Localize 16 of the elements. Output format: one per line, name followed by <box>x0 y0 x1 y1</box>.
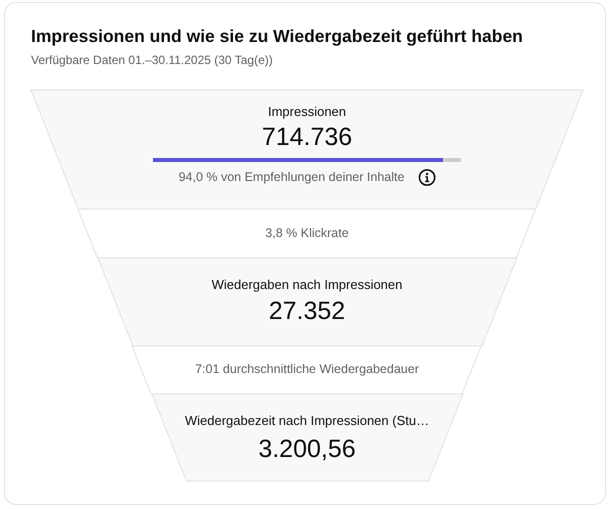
metric-label: Wiedergaben nach Impressionen <box>212 277 402 293</box>
funnel-stage <box>152 394 462 481</box>
funnel-stage <box>31 90 583 209</box>
metric-note: 94,0 % von Empfehlungen deiner Inhalte <box>178 169 404 185</box>
metric-value: 27.352 <box>268 296 346 326</box>
metric-value: 714.736 <box>262 122 352 152</box>
metric-note: 3,8 % Klickrate <box>265 225 349 241</box>
metric-note: 7:01 durchschnittliche Wiedergabedauer <box>195 361 419 377</box>
metric-label: Wiedergabezeit nach Impressionen (Stu… <box>184 413 430 429</box>
date-range-text: Verfügbare Daten 01.–30.11.2025 (30 Tag(e)) <box>31 52 273 68</box>
metric-value: 3.200,56 <box>258 434 356 464</box>
metric-label: Impressionen <box>268 104 346 120</box>
funnel-stage <box>78 209 536 258</box>
funnel-stage <box>132 346 482 394</box>
card-title: Impressionen und wie sie zu Wiedergabezeit geführt haben <box>31 25 523 47</box>
funnel-stage <box>98 258 516 346</box>
